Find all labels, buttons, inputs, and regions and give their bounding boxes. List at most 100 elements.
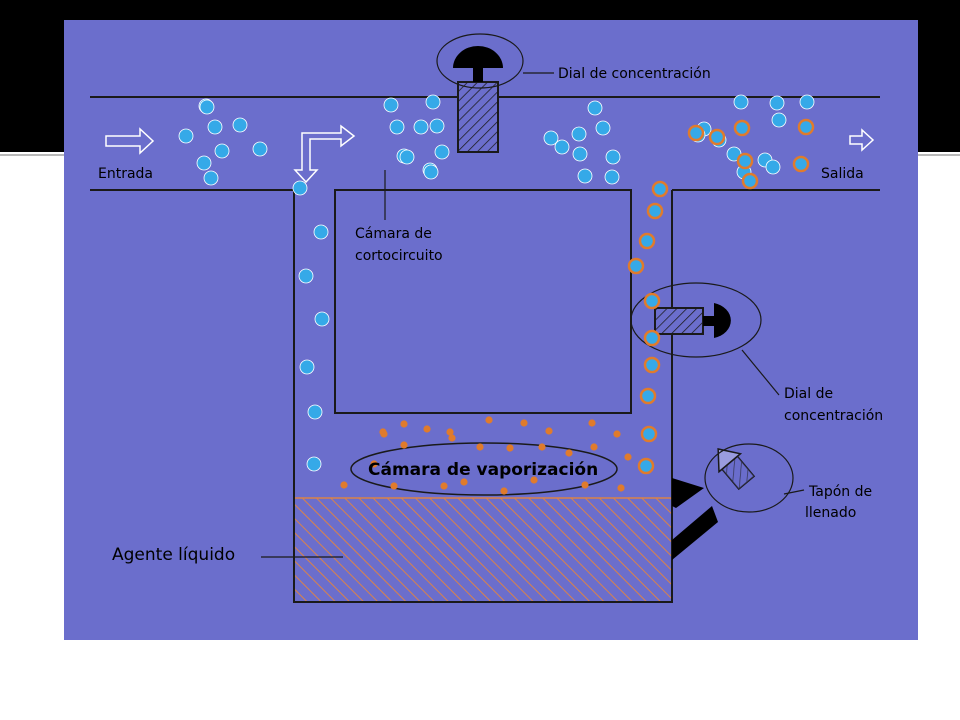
- vapor-particle: [530, 476, 538, 484]
- gas-particle-blue: [554, 139, 570, 155]
- vapor-particle: [588, 419, 596, 427]
- gas-particle-saturated: [638, 232, 656, 250]
- gas-particle-saturated: [651, 180, 669, 198]
- gas-particle-blue: [543, 130, 559, 146]
- gas-particle-blue: [399, 149, 415, 165]
- gas-particle-saturated: [708, 128, 726, 146]
- filler-label-line2: llenado: [805, 505, 856, 521]
- gas-particle-blue: [577, 168, 593, 184]
- top-dial-label: Dial de concentración: [558, 66, 711, 82]
- gas-particle-saturated: [687, 124, 705, 142]
- gas-particle-saturated: [627, 257, 645, 275]
- vapor-particle: [440, 482, 448, 490]
- liquid-agent-label: Agente líquido: [112, 545, 235, 565]
- top-dial-highlight-ring: [436, 33, 524, 89]
- vapor-particle: [446, 428, 454, 436]
- gas-particle-saturated: [639, 387, 657, 405]
- side-dial-highlight-ring: [630, 282, 762, 358]
- vapor-particle: [613, 430, 621, 438]
- side-dial-valve-hatch: [655, 308, 703, 334]
- gas-particle-blue: [252, 141, 268, 157]
- gas-particle-blue: [298, 268, 314, 284]
- gas-particle-saturated: [646, 202, 664, 220]
- gas-particle-blue: [434, 144, 450, 160]
- vapor-particle: [380, 430, 388, 438]
- gas-particle-blue: [429, 118, 445, 134]
- vapor-particle: [340, 481, 348, 489]
- gas-particle-blue: [425, 94, 441, 110]
- gas-particle-blue: [314, 311, 330, 327]
- gas-particle-blue: [605, 149, 621, 165]
- bypass-label-line1: Cámara de: [355, 226, 432, 242]
- bypass-chamber-block: [334, 189, 632, 414]
- gas-particle-saturated: [643, 329, 661, 347]
- filler-cap-highlight-ring: [704, 443, 794, 513]
- gas-particle-blue: [232, 117, 248, 133]
- gas-particles: [178, 94, 815, 495]
- vapor-particle: [485, 416, 493, 424]
- filler-cap: [717, 448, 756, 491]
- gas-particle-blue: [769, 95, 785, 111]
- gas-particle-blue: [423, 164, 439, 180]
- gas-particle-blue: [571, 126, 587, 142]
- gas-particle-blue: [587, 100, 603, 116]
- vapor-particle: [581, 481, 589, 489]
- vaporization-chamber-ring: [350, 442, 618, 496]
- gas-particle-blue: [413, 119, 429, 135]
- gas-particle-blue: [389, 119, 405, 135]
- side-dial-stem: [703, 316, 715, 326]
- vaporizer-diagram: Entrada Salida Dial de concentración Cám…: [64, 20, 918, 640]
- filler-port-top: [672, 478, 704, 508]
- liquid-agent: [295, 498, 671, 601]
- vapor-particle: [400, 420, 408, 428]
- divider-right: [918, 154, 960, 156]
- gas-particle-blue: [771, 112, 787, 128]
- vapor-particle: [545, 427, 553, 435]
- gas-particle-blue: [306, 456, 322, 472]
- vapor-particle: [390, 482, 398, 490]
- vapor-particle: [624, 453, 632, 461]
- vapor-particle: [448, 434, 456, 442]
- gas-particle-saturated: [792, 155, 810, 173]
- vapor-particle: [500, 487, 508, 495]
- gas-particle-saturated: [640, 425, 658, 443]
- divider-left: [0, 154, 64, 156]
- gas-particle-blue: [307, 404, 323, 420]
- top-dial-valve-hatch: [458, 82, 498, 152]
- gas-particle-blue: [572, 146, 588, 162]
- gas-particle-blue: [214, 143, 230, 159]
- vapor-particle: [617, 484, 625, 492]
- vapor-particle: [400, 441, 408, 449]
- vapor-particle: [538, 443, 546, 451]
- gas-particle-blue: [299, 359, 315, 375]
- gas-particle-saturated: [736, 152, 754, 170]
- gas-particle-blue: [178, 128, 194, 144]
- gas-particle-blue: [383, 97, 399, 113]
- vapor-particle: [590, 443, 598, 451]
- vapor-particle: [460, 478, 468, 486]
- gas-particle-blue: [196, 155, 212, 171]
- gas-particle-blue: [604, 169, 620, 185]
- top-dial-knob: [453, 46, 503, 68]
- gas-particle-saturated: [733, 119, 751, 137]
- gas-particle-saturated: [797, 118, 815, 136]
- gas-particle-blue: [595, 120, 611, 136]
- side-dial-leader: [741, 349, 780, 396]
- inlet-label: Entrada: [98, 166, 153, 182]
- side-dial-knob: [714, 303, 731, 338]
- gas-particle-blue: [765, 159, 781, 175]
- gas-particle-saturated: [637, 457, 655, 475]
- vapor-particle: [565, 449, 573, 457]
- vapor-particle: [506, 444, 514, 452]
- bypass-label-line2: cortocircuito: [355, 248, 443, 264]
- gas-particle-blue: [203, 170, 219, 186]
- gas-particle-saturated: [643, 292, 661, 310]
- bypass-flow-arrow-icon: [293, 124, 356, 184]
- side-dial-label-line1: Dial de: [784, 386, 833, 402]
- gas-particle-blue: [313, 224, 329, 240]
- inlet-arrow-icon: [105, 127, 155, 155]
- gas-particle-saturated: [643, 356, 661, 374]
- gas-particle-blue: [207, 119, 223, 135]
- vaporization-chamber-label: Cámara de vaporización: [368, 460, 598, 480]
- filler-port-bottom: [672, 506, 718, 560]
